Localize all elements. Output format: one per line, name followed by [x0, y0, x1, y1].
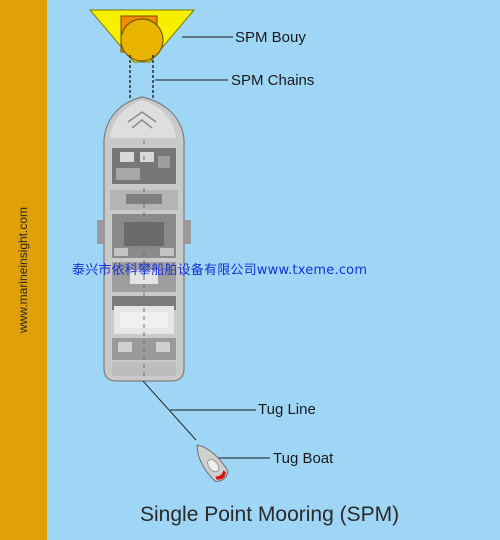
deck-block — [140, 152, 154, 162]
watermark-text: 泰兴市依科攀船舶设备有限公司www.txeme.com — [72, 263, 368, 278]
deck-block — [116, 168, 140, 180]
deck-block — [124, 222, 164, 246]
ship-bow — [110, 100, 176, 138]
deck-block — [112, 362, 176, 376]
deck-block — [156, 342, 170, 352]
label-spm-chains: SPM Chains — [231, 72, 315, 89]
label-spm-buoy: SPM Bouy — [235, 29, 306, 46]
ship-side-fender — [183, 220, 191, 244]
label-tug-boat: Tug Boat — [273, 450, 334, 467]
tug-cabin — [207, 459, 220, 473]
tug-accent — [215, 470, 226, 480]
deck-block — [160, 248, 174, 256]
buoy-body — [120, 18, 164, 62]
deck-block — [114, 248, 128, 256]
deck-block — [120, 152, 134, 162]
deck-block — [158, 156, 170, 168]
side-strip: www.marineinsight.com — [0, 0, 47, 540]
label-tug-line: Tug Line — [258, 401, 316, 418]
deck-block — [118, 342, 132, 352]
tug-line — [142, 380, 197, 441]
ship-side-fender — [97, 220, 105, 244]
tanker-ship — [97, 96, 191, 382]
ship-bow-emblem — [127, 111, 157, 129]
tug-boat — [196, 444, 229, 483]
diagram-title: Single Point Mooring (SPM) — [140, 503, 400, 526]
